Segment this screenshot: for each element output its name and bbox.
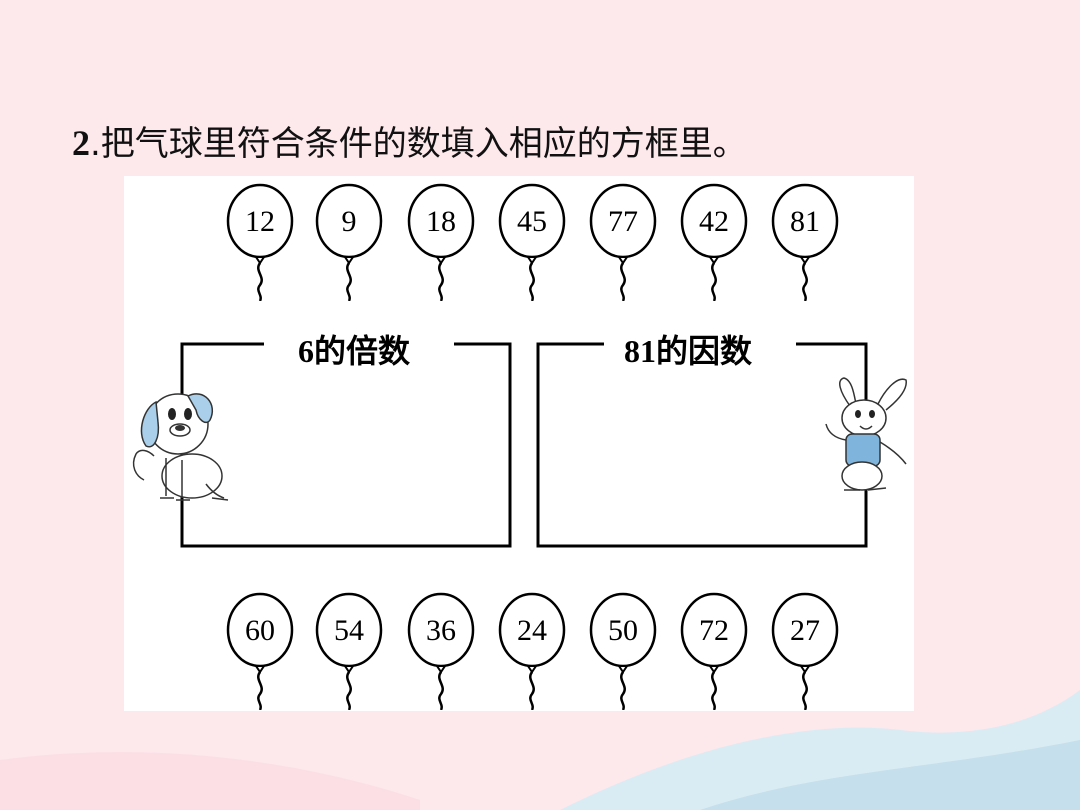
balloon-number: 60 xyxy=(245,614,275,647)
balloon: 9 xyxy=(315,181,385,302)
question-text: .把气球里符合条件的数填入相应的方框里。 xyxy=(90,124,747,164)
balloon-number: 9 xyxy=(341,205,357,238)
rabbit-illustration xyxy=(825,377,907,491)
balloon: 27 xyxy=(771,590,841,711)
balloon: 36 xyxy=(407,590,477,711)
exercise-panel: 12 9 18 45 77 42 81 6的倍数 81的因数 xyxy=(124,176,914,711)
balloon-number: 12 xyxy=(245,205,275,238)
balloon: 45 xyxy=(498,181,568,302)
balloon-number: 54 xyxy=(334,614,364,647)
balloon: 24 xyxy=(498,590,568,711)
balloon-number: 45 xyxy=(517,205,547,238)
factors-of-81-box[interactable] xyxy=(540,348,864,544)
question-number: 2 xyxy=(72,123,90,163)
balloon-number: 50 xyxy=(608,614,638,647)
balloon: 54 xyxy=(315,590,385,711)
balloon: 50 xyxy=(589,590,659,711)
balloon-number: 77 xyxy=(608,205,638,238)
balloon-number: 42 xyxy=(699,205,729,238)
balloon-number: 18 xyxy=(426,205,456,238)
balloon-number: 81 xyxy=(790,205,820,238)
balloon-number: 36 xyxy=(426,614,456,647)
question-heading: 2.把气球里符合条件的数填入相应的方框里。 xyxy=(72,116,747,165)
balloon-number: 24 xyxy=(517,614,547,647)
dog-illustration xyxy=(132,393,229,501)
balloon: 72 xyxy=(680,590,750,711)
multiples-of-6-label: 6的倍数 xyxy=(290,326,419,372)
balloon: 18 xyxy=(407,181,477,302)
balloon: 42 xyxy=(680,181,750,302)
balloon: 77 xyxy=(589,181,659,302)
balloon: 81 xyxy=(771,181,841,302)
factors-of-81-label: 81的因数 xyxy=(616,326,761,372)
balloon-number: 27 xyxy=(790,614,820,647)
answer-box-frames xyxy=(180,342,868,548)
balloon: 60 xyxy=(226,590,296,711)
balloon-number: 72 xyxy=(699,614,729,647)
balloon: 12 xyxy=(226,181,296,302)
